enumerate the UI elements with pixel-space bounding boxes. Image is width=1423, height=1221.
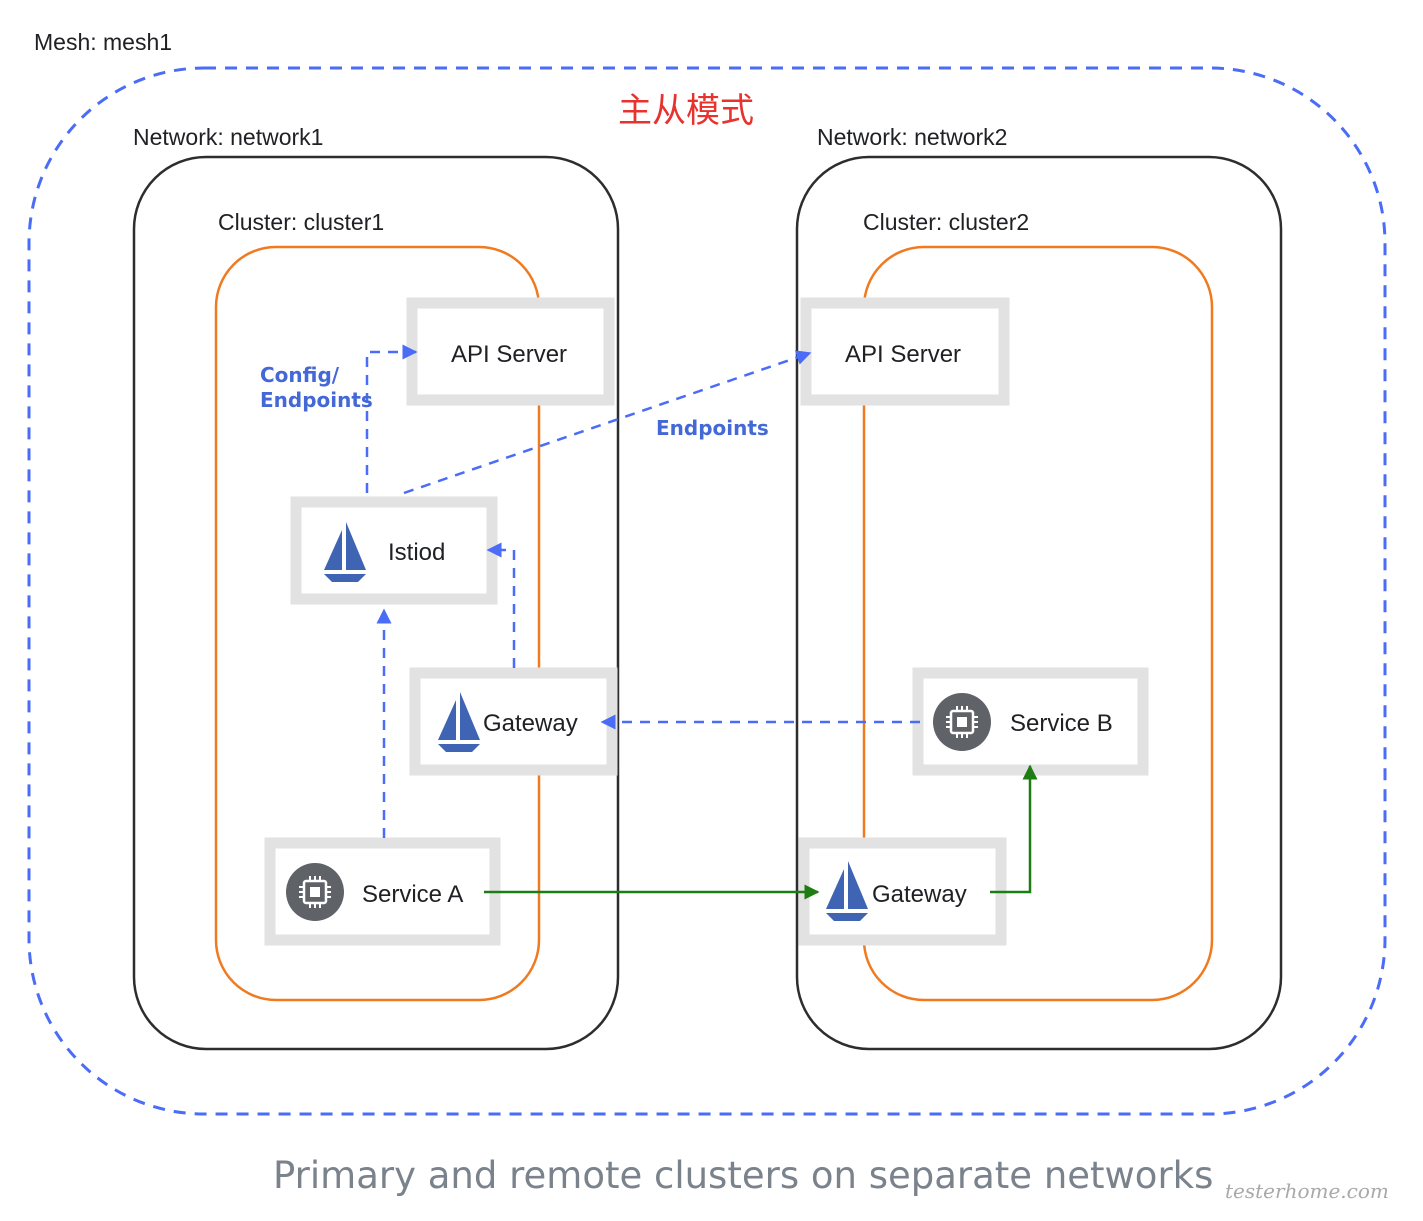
edge-label-endpoints: Endpoints: [656, 416, 769, 440]
gateway-2-label: Gateway: [872, 881, 967, 908]
cluster1-label: Cluster: cluster1: [218, 209, 384, 235]
mesh-label: Mesh: mesh1: [34, 29, 172, 55]
service-b-node: Service B: [912, 667, 1149, 776]
chip-icon: [284, 861, 346, 923]
gateway-1-node: Gateway: [409, 667, 618, 776]
mesh-boundary: [27, 66, 1387, 1116]
network2-boundary: [795, 155, 1283, 1051]
edge-label-config: Config/: [260, 363, 340, 387]
network1-label: Network: network1: [133, 124, 323, 150]
cluster2-boundary: [862, 245, 1214, 1002]
service-b-label: Service B: [1010, 710, 1113, 737]
edge-gateway-2-to-service-b: [990, 764, 1038, 894]
edge-label-config-endpoints: Endpoints: [260, 388, 373, 412]
api-server-1-node: API Server: [406, 297, 615, 406]
network2-label: Network: network2: [817, 124, 1007, 150]
istiod-node: Istiod: [290, 496, 498, 605]
mode-title: 主从模式: [618, 91, 754, 131]
edge-gateway-1-to-istiod: [486, 542, 516, 668]
service-a-node: Service A: [264, 837, 501, 946]
cluster1-boundary: [214, 245, 541, 1002]
network1-boundary: [132, 155, 620, 1051]
cluster2-label: Cluster: cluster2: [863, 209, 1029, 235]
diagram-caption: Primary and remote clusters on separate …: [273, 1154, 1213, 1197]
istiod-label: Istiod: [388, 539, 445, 566]
service-a-label: Service A: [362, 881, 463, 908]
gateway-2-node: Gateway: [798, 837, 1007, 946]
api-server-1-label: API Server: [451, 341, 567, 368]
watermark: testerhome.com: [1225, 1179, 1389, 1203]
gateway-1-label: Gateway: [483, 710, 578, 737]
api-server-2-label: API Server: [845, 341, 961, 368]
chip-icon: [931, 691, 993, 753]
api-server-2-node: API Server: [800, 297, 1010, 406]
